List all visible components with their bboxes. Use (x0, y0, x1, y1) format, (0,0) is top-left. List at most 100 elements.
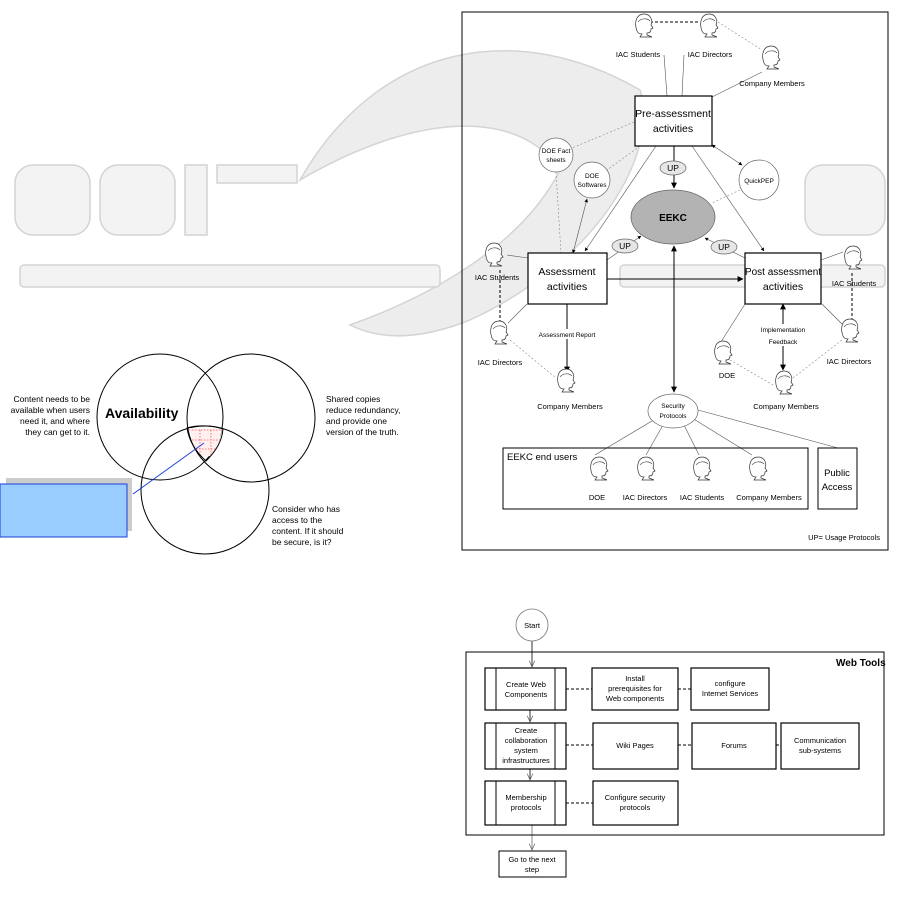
venn-title: Availability (105, 405, 179, 421)
venn-bottom-text: content. If it should (272, 526, 344, 536)
svg-text:UP: UP (619, 241, 631, 251)
person-icon (635, 13, 654, 38)
doe-softwares-node: DOE Softwares (573, 161, 611, 199)
svg-text:prerequisites for: prerequisites for (608, 684, 662, 693)
svg-text:Communication: Communication (794, 736, 846, 745)
svg-text:Post assessment: Post assessment (745, 267, 821, 278)
configure-internet-services-step: configure Internet Services (690, 667, 770, 711)
svg-text:collaboration: collaboration (505, 736, 548, 745)
membership-protocols-step: Membership protocols (484, 780, 567, 826)
person-icon (590, 456, 609, 481)
svg-text:activities: activities (653, 123, 693, 135)
person-label: IAC Directors (478, 358, 523, 367)
forums-step: Forums (691, 722, 777, 770)
venn-bottom-text: be secure, is it? (272, 537, 332, 547)
svg-text:sub-systems: sub-systems (799, 746, 841, 755)
public-access-box: Public Access (817, 447, 858, 510)
next-step-node: Go to the next step (498, 850, 567, 878)
svg-text:Security: Security (661, 403, 685, 410)
svg-text:infrastructures: infrastructures (502, 756, 550, 765)
group-title: Web Tools (836, 658, 886, 669)
venn-bottom-text: Consider who has (272, 504, 340, 514)
person-label: IAC Students (832, 279, 876, 288)
doe-fact-sheets-node: DOE Fact sheets (538, 137, 574, 173)
svg-text:EEKC end users: EEKC end users (507, 452, 577, 463)
wiki-pages-step: Wiki Pages (592, 722, 679, 770)
person-icon (693, 456, 712, 481)
svg-text:Configure security: Configure security (605, 793, 666, 802)
svg-text:system: system (514, 746, 538, 755)
quickpep-node: QuickPEP (738, 159, 780, 201)
person-label: Company Members (739, 79, 805, 88)
person-icon (490, 320, 509, 345)
legend-text: UP= Usage Protocols (808, 533, 880, 542)
person-icon (762, 45, 781, 70)
configure-security-step: Configure security protocols (592, 780, 679, 826)
svg-text:Access: Access (822, 482, 853, 493)
venn-circle (186, 353, 316, 483)
svg-text:sheets: sheets (546, 157, 566, 164)
venn-left-text: Content needs to be (13, 394, 90, 404)
watermark-logo (14, 50, 886, 337)
svg-text:Create Web: Create Web (506, 680, 546, 689)
security-protocols-node: Security Protocols (647, 393, 699, 429)
svg-text:Protocols: Protocols (659, 413, 687, 420)
svg-text:protocols: protocols (511, 803, 542, 812)
svg-text:DOE: DOE (585, 173, 600, 180)
person-label: DOE (589, 493, 605, 502)
person-icon (637, 456, 656, 481)
person-label: IAC Directors (623, 493, 668, 502)
diagram-frame (461, 11, 889, 551)
venn-circle (96, 353, 224, 481)
start-node: Start (515, 608, 549, 642)
svg-text:UP: UP (718, 242, 730, 252)
person-label: Company Members (753, 402, 819, 411)
venn-right-text: and provide one (326, 416, 387, 426)
svg-text:Create: Create (515, 726, 538, 735)
svg-text:Web components: Web components (606, 694, 664, 703)
person-icon (557, 368, 576, 393)
svg-text:Wiki Pages: Wiki Pages (616, 741, 654, 750)
web-tools-flowchart: Start Web Tools Create Web Components In… (465, 608, 886, 878)
svg-text:Membership: Membership (505, 793, 546, 802)
callout-line (132, 442, 205, 495)
create-web-components-step: Create Web Components (484, 667, 567, 711)
person-icon (714, 340, 733, 365)
venn-right-text: version of the truth. (326, 427, 399, 437)
venn-bottom-text: access to the (272, 515, 322, 525)
assessment-report-label: Assessment Report (539, 332, 596, 339)
person-label: DOE (719, 371, 735, 380)
person-label: IAC Directors (688, 50, 733, 59)
person-label: IAC Students (475, 273, 519, 282)
venn-diagram: Availability Content needs to be availab… (0, 353, 401, 555)
person-icon (775, 370, 794, 395)
venn-left-text: available when users (11, 405, 90, 415)
person-label: Company Members (736, 493, 802, 502)
svg-text:EEKC: EEKC (659, 213, 687, 224)
svg-text:step: step (525, 865, 539, 874)
assessment-box: Assessment activities (527, 252, 608, 305)
web-tools-group (465, 651, 885, 836)
create-collaboration-step: Create collaboration system infrastructu… (484, 722, 567, 770)
svg-text:QuickPEP: QuickPEP (744, 178, 774, 185)
svg-text:Internet Services: Internet Services (702, 689, 759, 698)
install-prerequisites-step: Install prerequisites for Web components (591, 667, 679, 711)
svg-text:Components: Components (505, 690, 548, 699)
venn-right-text: Shared copies (326, 394, 380, 404)
end-users-box: EEKC end users (502, 447, 809, 510)
svg-text:protocols: protocols (620, 803, 651, 812)
svg-text:activities: activities (547, 281, 587, 293)
up-badge: UP (659, 160, 687, 176)
eekc-diagram: IAC Students IAC Directors Company Membe… (461, 11, 889, 551)
svg-text:UP: UP (667, 163, 679, 173)
venn-left-text: need it, and where (20, 416, 90, 426)
pre-assessment-box: Pre-assessment activities (634, 95, 713, 147)
svg-text:Go to the next: Go to the next (508, 855, 556, 864)
svg-text:Assessment: Assessment (538, 266, 595, 278)
svg-text:Install: Install (625, 674, 645, 683)
callout-box (0, 483, 128, 538)
person-icon (841, 318, 860, 343)
svg-text:Forums: Forums (721, 741, 747, 750)
person-label: Company Members (537, 402, 603, 411)
